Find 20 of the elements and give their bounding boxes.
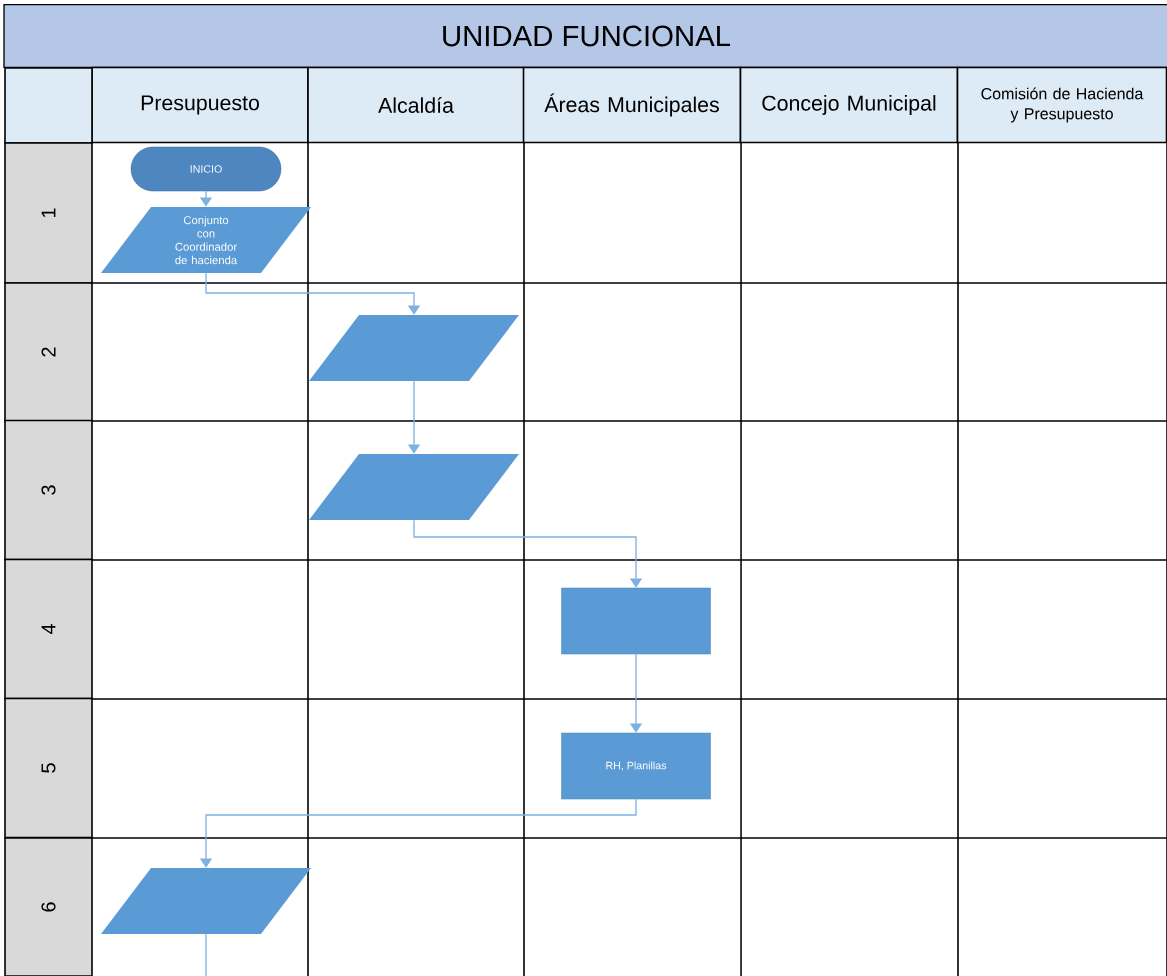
column-header: Comisión de Hacienda y Presupuesto — [956, 66, 1167, 144]
process-box — [561, 587, 711, 655]
column-header: Áreas Municipales — [522, 66, 742, 144]
start-terminator: INICIO — [130, 146, 282, 192]
row-number: 1 — [4, 142, 93, 284]
arrow — [413, 519, 643, 588]
row-number: 6 — [4, 837, 93, 976]
title-band: UNIDAD FUNCIONAL — [3, 4, 1167, 68]
data-parallelogram — [309, 454, 519, 520]
data-parallelogram — [101, 868, 311, 934]
column-header: Concejo Municipal — [739, 66, 959, 144]
row-number: 5 — [4, 697, 93, 839]
row-number: 2 — [4, 282, 93, 422]
process-box: RH, Planillas — [561, 732, 711, 800]
data-parallelogram — [309, 315, 519, 381]
row-number: 3 — [4, 419, 93, 561]
row-number: 4 — [4, 558, 93, 700]
column-header: Alcaldía — [307, 66, 525, 144]
data-parallelogram: Conjunto con Coordinador de hacienda — [101, 207, 311, 273]
arrow — [205, 272, 421, 315]
